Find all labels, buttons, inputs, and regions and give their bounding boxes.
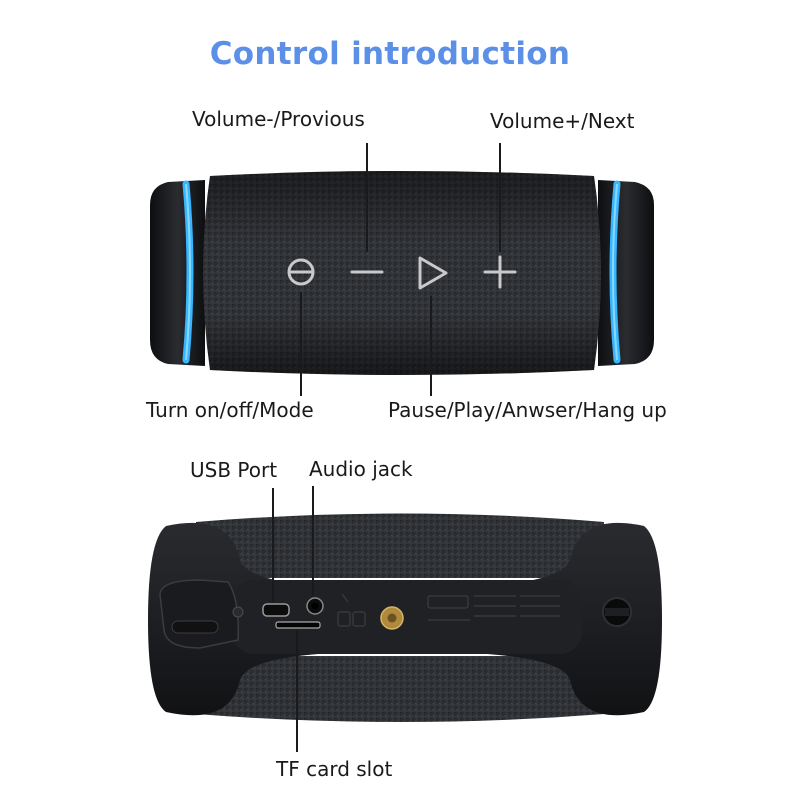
page-title: Control introduction <box>209 36 571 72</box>
label-power-mode: Turn on/off/Mode <box>146 398 314 422</box>
usb-port[interactable] <box>262 603 290 617</box>
right-end-cap <box>598 180 654 366</box>
plus-icon[interactable] <box>483 255 517 289</box>
speaker-back-view <box>148 513 662 722</box>
speaker-front-view <box>150 171 654 375</box>
label-tf-card-slot: TF card slot <box>276 757 393 781</box>
label-usb-port: USB Port <box>190 458 278 482</box>
label-play-pause: Pause/Play/Anwser/Hang up <box>388 398 667 422</box>
power-mode-icon[interactable] <box>287 258 315 286</box>
tf-card-slot[interactable] <box>275 621 321 629</box>
play-icon[interactable] <box>418 256 448 290</box>
label-volume-plus: Volume+/Next <box>490 109 635 133</box>
label-audio-jack: Audio jack <box>309 457 413 481</box>
left-end-cap <box>150 180 205 366</box>
port-cover-flap[interactable] <box>159 579 240 649</box>
label-volume-minus: Volume-/Provious <box>192 107 365 131</box>
